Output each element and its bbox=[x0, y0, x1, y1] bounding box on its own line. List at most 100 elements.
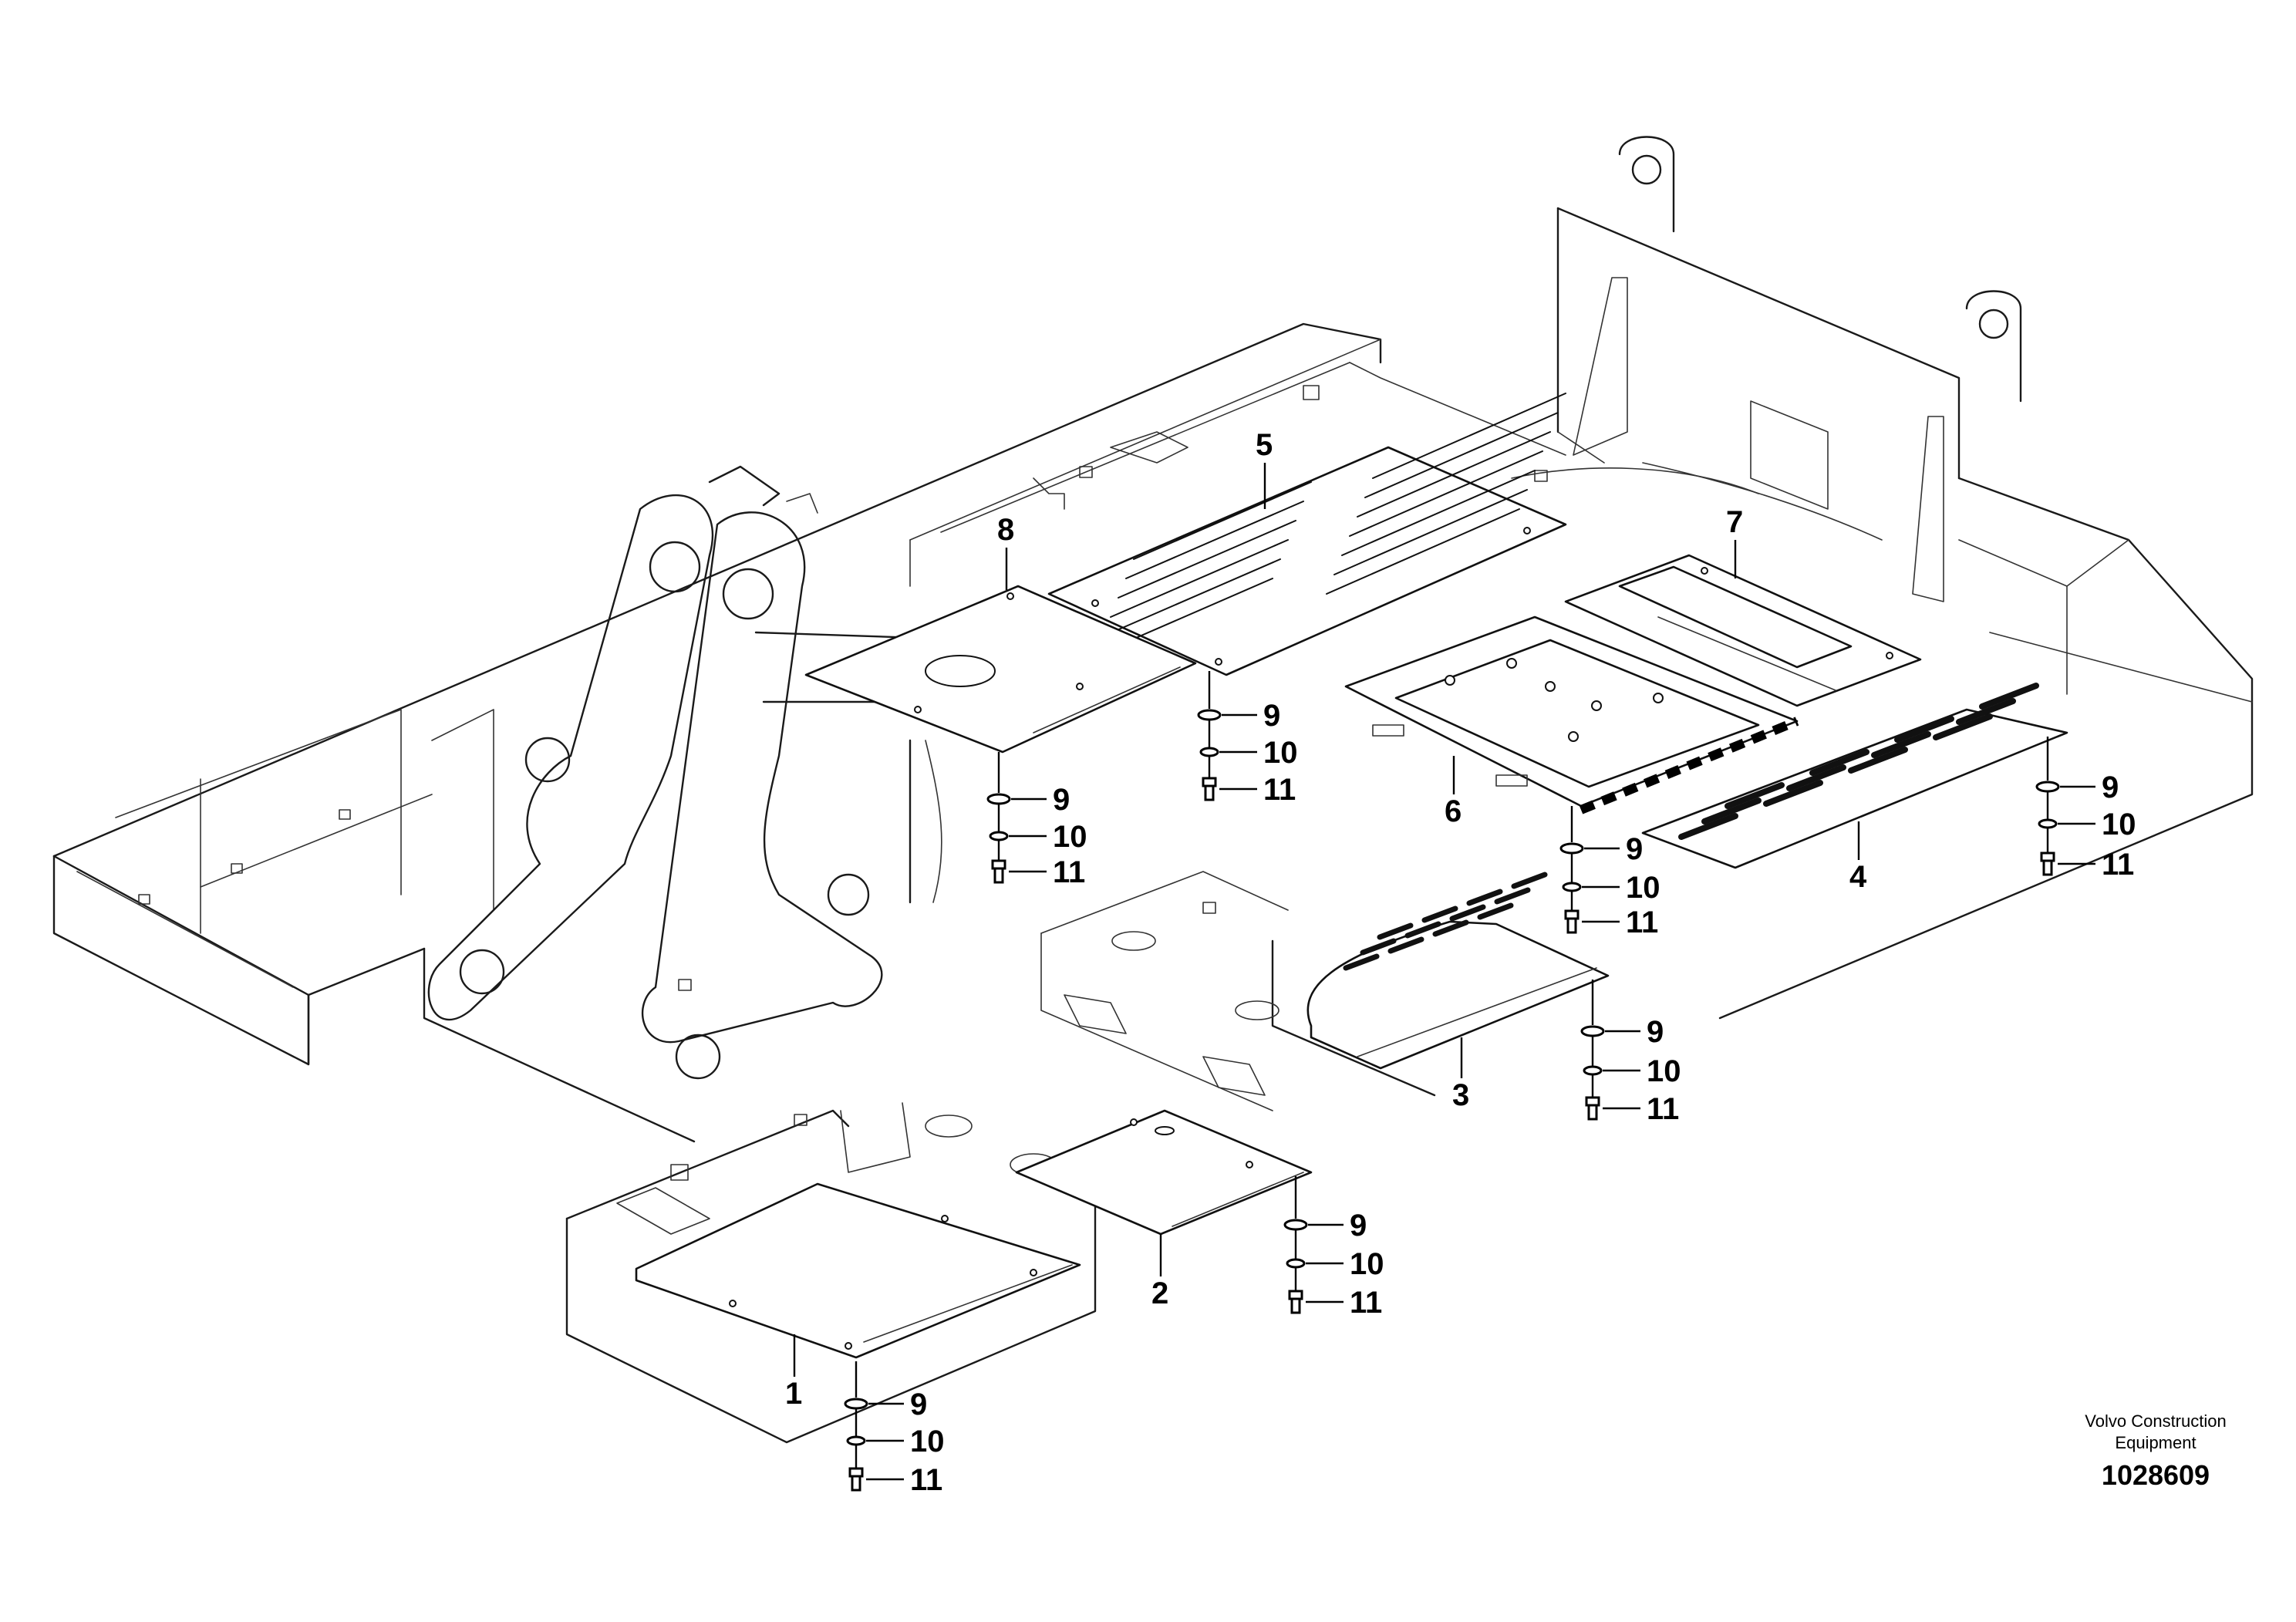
vent-slot bbox=[1933, 713, 1993, 740]
callout-3: 3 bbox=[1452, 1037, 1469, 1112]
washer-10 bbox=[1562, 882, 1582, 892]
washer-10 bbox=[1286, 1258, 1306, 1269]
label-nine: 9 bbox=[1350, 1209, 1367, 1243]
vent-slot bbox=[1110, 539, 1289, 618]
plate-8 bbox=[804, 585, 1197, 754]
label-ten: 10 bbox=[2102, 808, 2136, 841]
vent-slot bbox=[1678, 813, 1738, 840]
plate-6 bbox=[1344, 615, 1799, 814]
vent-slot bbox=[1871, 731, 1931, 758]
plate-7 bbox=[1564, 554, 1922, 707]
callout-8: 8 bbox=[997, 513, 1014, 590]
vent-slot bbox=[1133, 481, 1312, 560]
bolt-11 bbox=[1585, 1096, 1600, 1121]
callout-1: 1 bbox=[785, 1334, 802, 1411]
plate-2 bbox=[1015, 1109, 1313, 1236]
vent-slot bbox=[1477, 902, 1514, 920]
vent-slot bbox=[1494, 887, 1531, 905]
vent-slot bbox=[1786, 764, 1846, 791]
label-3: 3 bbox=[1452, 1078, 1469, 1112]
vent-slot bbox=[1102, 558, 1281, 637]
washer-9 bbox=[1283, 1219, 1308, 1231]
drawing-number: 1028609 bbox=[2102, 1459, 2210, 1491]
washer-9 bbox=[1197, 709, 1222, 721]
label-5: 5 bbox=[1256, 428, 1273, 462]
washer-9 bbox=[2035, 781, 2060, 793]
washer-10 bbox=[989, 831, 1009, 841]
vent-slot bbox=[1387, 936, 1424, 954]
vent-slot bbox=[1341, 470, 1536, 556]
label-eleven: 11 bbox=[1053, 855, 1085, 889]
label-ten: 10 bbox=[1263, 736, 1298, 770]
plate-3 bbox=[1306, 872, 1610, 1070]
bolt-11 bbox=[1288, 1290, 1303, 1314]
callout-7: 7 bbox=[1726, 505, 1743, 578]
vent-slot bbox=[1333, 489, 1528, 575]
label-nine: 9 bbox=[1053, 783, 1070, 817]
washer-10 bbox=[2038, 818, 2058, 829]
chassis-frame bbox=[52, 136, 2254, 1444]
vent-slot bbox=[1701, 798, 1762, 824]
vent-slot bbox=[1956, 698, 2016, 725]
vent-slot bbox=[1372, 393, 1566, 479]
label-ten: 10 bbox=[1350, 1247, 1384, 1281]
vent-slot bbox=[1118, 520, 1296, 599]
vent-slot bbox=[1421, 905, 1458, 923]
vent-slot bbox=[1404, 921, 1441, 939]
plate-4-slotted bbox=[1641, 683, 2068, 869]
washer-9 bbox=[986, 793, 1011, 805]
bolt-11 bbox=[2040, 851, 2055, 876]
label-ten: 10 bbox=[1647, 1054, 1681, 1088]
vent-slot bbox=[1432, 919, 1469, 937]
bolt-11 bbox=[1202, 777, 1217, 801]
label-eleven: 11 bbox=[1350, 1286, 1382, 1320]
washer-10 bbox=[1199, 747, 1219, 757]
label-4: 4 bbox=[1849, 860, 1867, 894]
label-6: 6 bbox=[1445, 794, 1462, 828]
fastener-stack: 9 10 11 bbox=[1283, 1176, 1384, 1320]
vent-slot bbox=[1349, 450, 1543, 537]
fastener-stack: 9 10 11 bbox=[2035, 737, 2136, 882]
label-ten: 10 bbox=[1053, 820, 1087, 854]
label-eleven: 11 bbox=[1626, 905, 1658, 939]
bolt-11 bbox=[991, 859, 1006, 884]
label-eleven: 11 bbox=[2102, 848, 2134, 882]
label-8: 8 bbox=[997, 513, 1014, 547]
washer-9 bbox=[1559, 842, 1584, 855]
label-eleven: 11 bbox=[910, 1463, 942, 1497]
label-1: 1 bbox=[785, 1377, 802, 1411]
vent-slot bbox=[1763, 780, 1823, 807]
label-ten: 10 bbox=[1626, 871, 1660, 905]
label-eleven: 11 bbox=[1647, 1092, 1679, 1126]
washer-10 bbox=[846, 1435, 866, 1446]
vent-slot bbox=[1360, 938, 1397, 956]
label-ten: 10 bbox=[910, 1425, 945, 1458]
washer-9 bbox=[1580, 1025, 1605, 1037]
callout-5: 5 bbox=[1256, 428, 1273, 509]
bolt-11 bbox=[1564, 909, 1580, 934]
label-nine: 9 bbox=[1626, 832, 1643, 866]
plate-1 bbox=[635, 1182, 1081, 1359]
washer-10 bbox=[1583, 1065, 1603, 1076]
label-nine: 9 bbox=[910, 1388, 927, 1421]
vent-slot bbox=[1449, 904, 1486, 922]
vent-slot bbox=[1979, 683, 2039, 710]
callout-2: 2 bbox=[1151, 1234, 1168, 1310]
vent-slot bbox=[1725, 782, 1785, 809]
company-line-1: Volvo Construction bbox=[2085, 1411, 2226, 1431]
vent-slot bbox=[1326, 508, 1520, 595]
vent-slot bbox=[1511, 872, 1548, 889]
vent-slot bbox=[1377, 922, 1414, 940]
vent-slot bbox=[1125, 501, 1304, 579]
vent-slot bbox=[1364, 412, 1559, 498]
vent-slot bbox=[1894, 716, 1954, 743]
label-nine: 9 bbox=[2102, 771, 2119, 804]
vent-slot bbox=[1809, 749, 1870, 776]
